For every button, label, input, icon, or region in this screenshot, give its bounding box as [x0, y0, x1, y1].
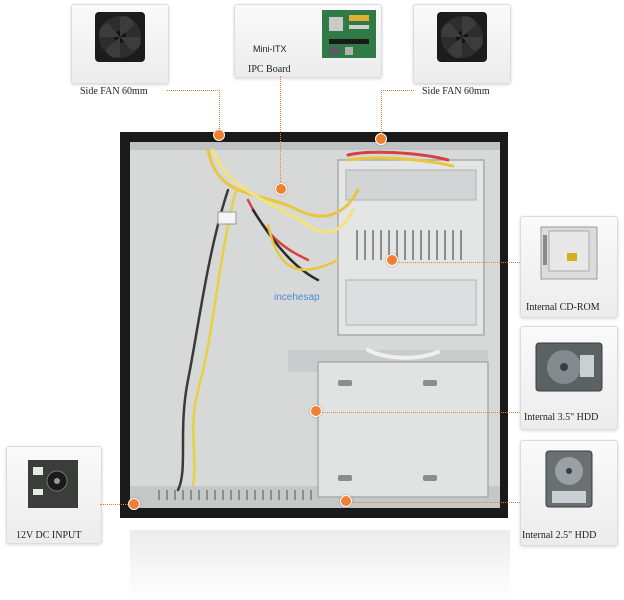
- fan-icon: [95, 12, 145, 62]
- leader-hdd-25: [346, 502, 520, 503]
- marker-cd-rom: [386, 254, 398, 266]
- dc-jack-icon: [28, 460, 78, 508]
- side-fan-left-callout: [71, 4, 169, 84]
- cable-bundle: [176, 148, 455, 492]
- marker-board: [275, 183, 287, 195]
- hdd-35-callout: [520, 326, 618, 430]
- leader-board: [280, 76, 281, 188]
- cd-rom-cage: [337, 159, 485, 336]
- hdd-cage: [288, 350, 489, 498]
- optical-drive-icon: [540, 226, 598, 280]
- leader-side-fan-left: [167, 90, 220, 131]
- ipc-board-callout: [234, 4, 382, 78]
- leader-cd-rom: [392, 262, 520, 263]
- connector: [217, 211, 237, 225]
- computer-case-illustration: [120, 132, 508, 518]
- hdd-25-label: Internal 2.5" HDD: [522, 530, 597, 541]
- hdd-25-callout: [520, 440, 618, 546]
- case-reflection: [130, 530, 510, 600]
- fan-icon: [437, 12, 487, 62]
- board-label-line1: Mini-ITX: [253, 44, 287, 54]
- dc-input-callout: [6, 446, 102, 544]
- motherboard-icon: [322, 10, 376, 58]
- dc-input-label: 12V DC INPUT: [16, 530, 82, 541]
- side-fan-right-label: Side FAN 60mm: [422, 86, 490, 97]
- leader-side-fan-right: [381, 90, 414, 135]
- marker-side-fan-right: [375, 133, 387, 145]
- hdd-35-label: Internal 3.5" HDD: [524, 412, 599, 423]
- side-fan-left-label: Side FAN 60mm: [80, 86, 148, 97]
- leader-dc-input: [100, 504, 134, 505]
- side-fan-right-callout: [413, 4, 511, 84]
- cd-rom-callout: [520, 216, 618, 318]
- marker-side-fan-left: [213, 129, 225, 141]
- cd-rom-label: Internal CD-ROM: [526, 302, 600, 313]
- marker-hdd-25: [340, 495, 352, 507]
- leader-hdd-35: [316, 412, 520, 413]
- marker-hdd-35: [310, 405, 322, 417]
- hard-drive-icon: [545, 450, 593, 508]
- watermark-text: incehesap: [274, 292, 320, 303]
- bottom-vents: [158, 490, 312, 500]
- board-label-line2: IPC Board: [248, 64, 291, 75]
- marker-dc-input: [128, 498, 140, 510]
- hard-drive-icon: [535, 342, 603, 392]
